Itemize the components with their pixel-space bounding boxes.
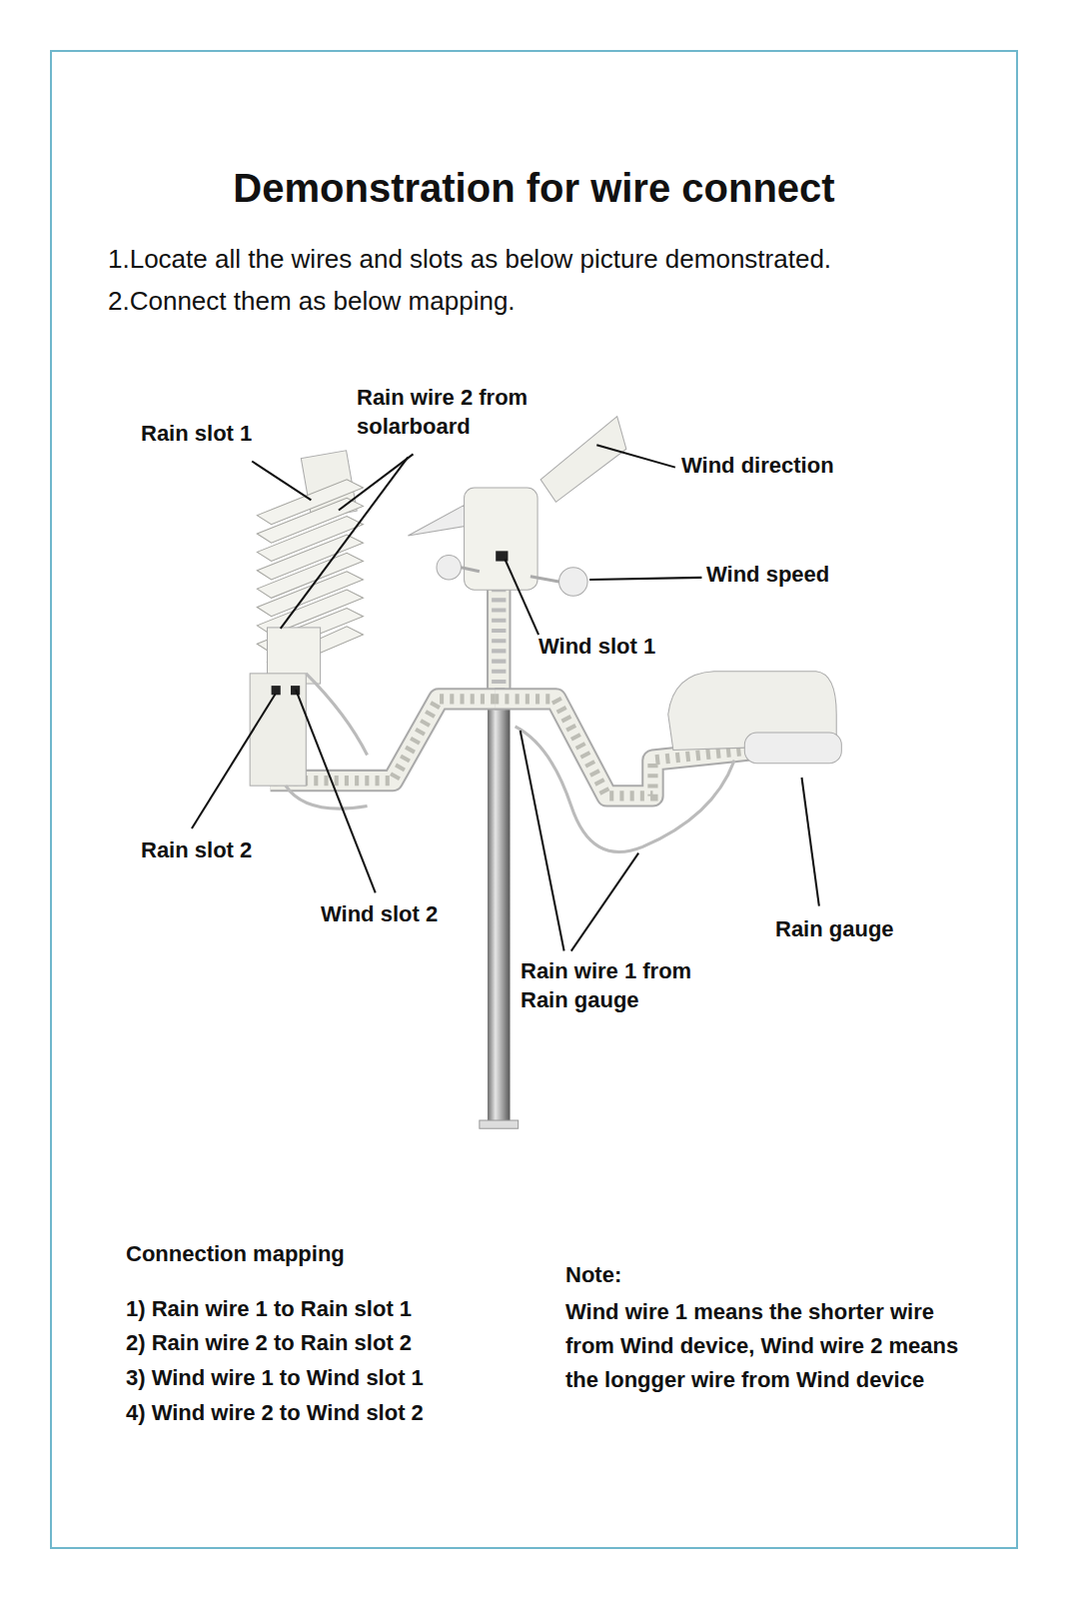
part-label: Wind slot 1 bbox=[538, 632, 719, 662]
note-text: Wind wire 1 means the shorter wire from … bbox=[565, 1294, 976, 1397]
part-label: Rain wire 2 from solarboard bbox=[356, 383, 572, 441]
part-label: Rain wire 1 from Rain gauge bbox=[520, 957, 741, 1015]
mapping-row: 2) Rain wire 2 to Rain slot 2 bbox=[125, 1328, 546, 1358]
note-heading: Note: bbox=[565, 1260, 866, 1290]
part-label: Wind direction bbox=[681, 451, 912, 481]
title: Demonstration for wire connect bbox=[50, 161, 1018, 214]
part-label: Wind speed bbox=[706, 560, 907, 590]
mapping-row: 4) Wind wire 2 to Wind slot 2 bbox=[125, 1398, 546, 1428]
part-label: Rain gauge bbox=[775, 915, 946, 945]
part-label: Rain slot 1 bbox=[140, 419, 301, 449]
mast-pole bbox=[487, 693, 510, 1127]
part-label: Wind slot 2 bbox=[320, 900, 481, 930]
mapping-row: 3) Wind wire 1 to Wind slot 1 bbox=[125, 1363, 546, 1393]
mapping-row: 1) Rain wire 1 to Rain slot 1 bbox=[125, 1294, 546, 1324]
part-label: Rain slot 2 bbox=[140, 836, 301, 866]
instruction: 2.Connect them as below mapping. bbox=[107, 284, 1008, 319]
section-heading: Connection mapping bbox=[125, 1239, 526, 1269]
instruction: 1.Locate all the wires and slots as belo… bbox=[107, 242, 1008, 277]
leader-lines bbox=[191, 444, 820, 951]
frame bbox=[50, 50, 1018, 1548]
